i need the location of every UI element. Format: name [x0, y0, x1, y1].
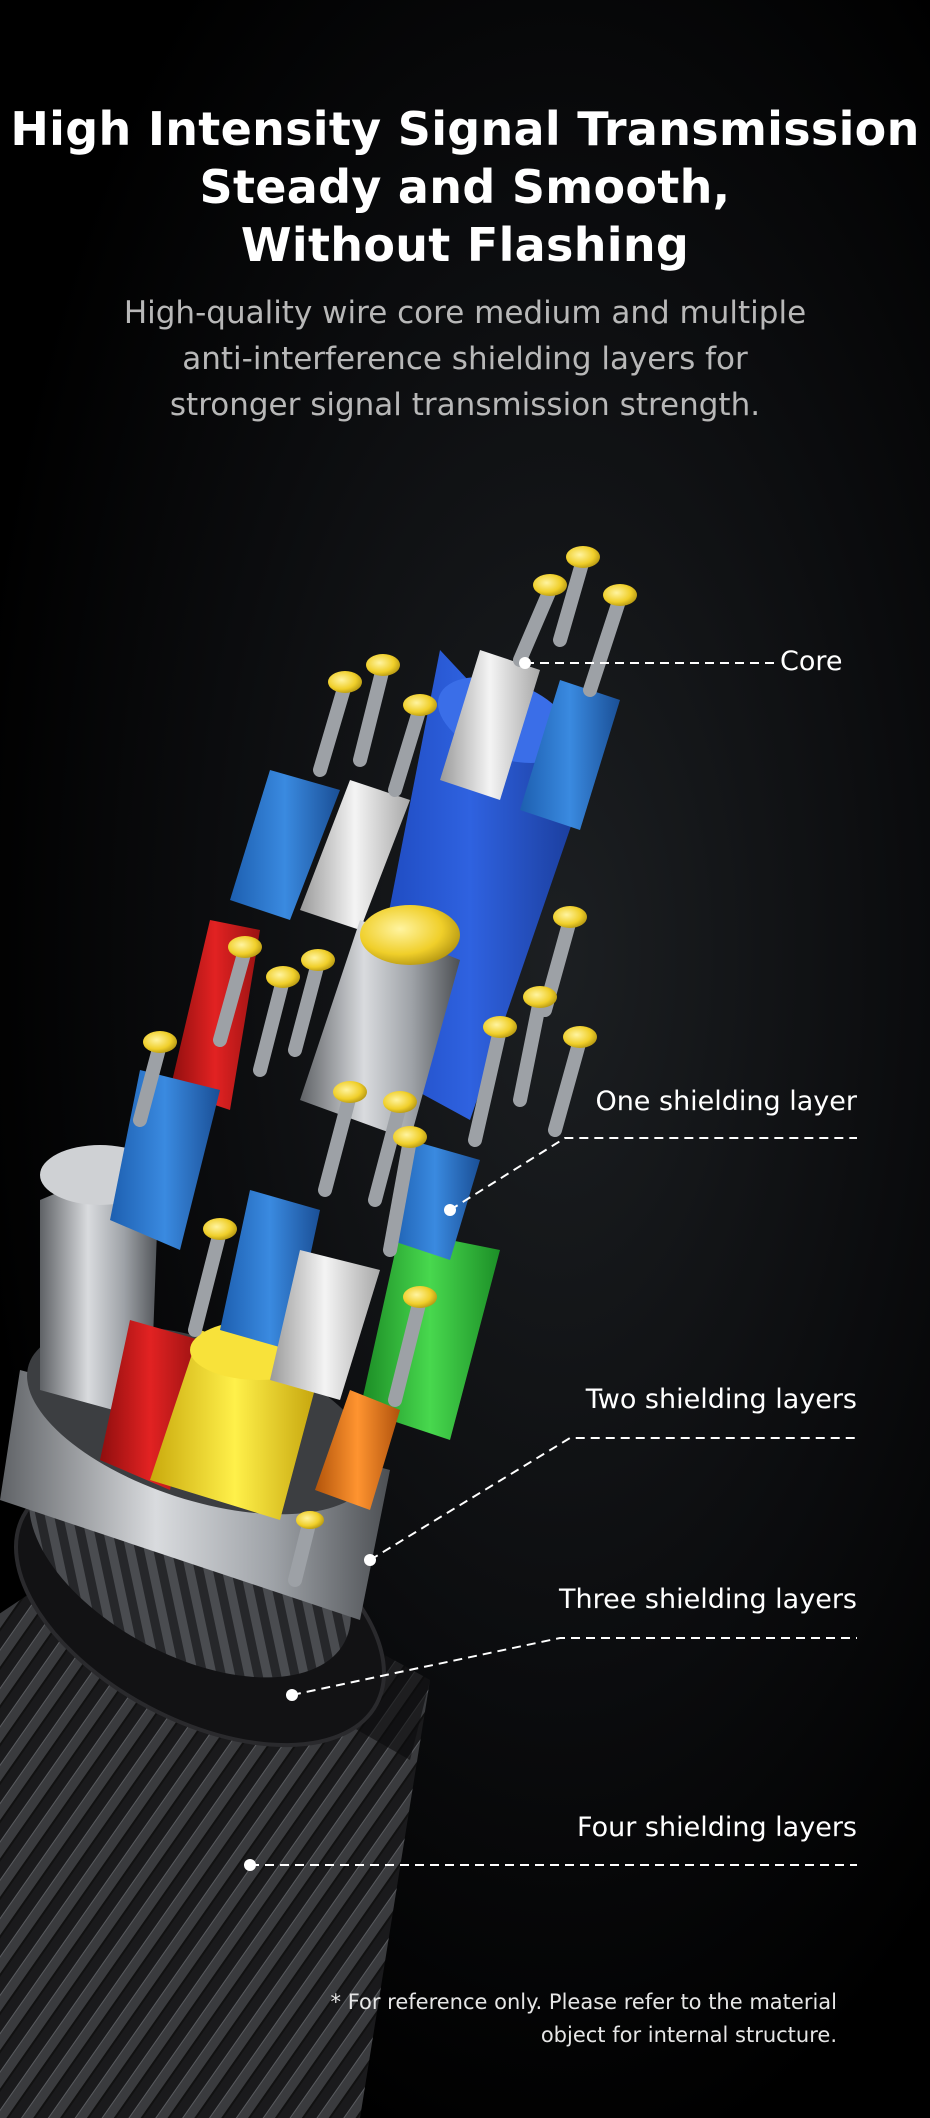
subtitle-line-2: anti-interference shielding layers for [182, 341, 748, 377]
blue-wire-right [390, 1140, 480, 1260]
title-line-3: Without Flashing [240, 218, 690, 272]
blue-core-top [520, 680, 620, 830]
three-layers-anchor-dot [286, 1689, 298, 1701]
two-layers-leader-line [369, 1437, 857, 1561]
callout-four-shielding-layers: Four shielding layers [577, 1812, 857, 1843]
page-subtitle: High-quality wire core medium and multip… [0, 290, 930, 428]
page-title: High Intensity Signal Transmission Stead… [0, 100, 930, 274]
white-wire-rear [300, 780, 410, 930]
callout-core: Core [780, 646, 843, 677]
one-layer-leader-line [449, 1137, 857, 1211]
one-layer-anchor-dot [444, 1204, 456, 1216]
white-wire-front [270, 1250, 380, 1400]
center-shield-gold-cap [360, 905, 460, 965]
three-layers-leader-line [291, 1637, 857, 1696]
disclaimer-footnote: * For reference only. Please refer to th… [331, 1986, 837, 2052]
callout-anchor-dots [244, 657, 531, 1871]
blue-wire-rear-left [230, 770, 340, 920]
callout-two-shielding-layers: Two shielding layers [585, 1384, 857, 1415]
white-core-top [440, 650, 540, 800]
blue-wire-front-left [110, 1070, 220, 1250]
core-anchor-dot [519, 657, 531, 669]
subtitle-line-1: High-quality wire core medium and multip… [123, 295, 807, 331]
title-line-1: High Intensity Signal Transmission [10, 102, 920, 156]
orange-wire [315, 1390, 400, 1510]
callout-one-shielding-layer: One shielding layer [595, 1086, 857, 1117]
footnote-line-2: object for internal structure. [540, 2023, 837, 2047]
title-line-2: Steady and Smooth, [199, 160, 731, 214]
two-layers-anchor-dot [364, 1554, 376, 1566]
four-layers-anchor-dot [244, 1859, 256, 1871]
callout-three-shielding-layers: Three shielding layers [559, 1584, 857, 1615]
footnote-line-1: * For reference only. Please refer to th… [330, 1990, 837, 2014]
conductor-pins [133, 546, 637, 1587]
subtitle-line-3: stronger signal transmission strength. [169, 387, 761, 423]
callout-leader-lines [250, 662, 857, 1866]
